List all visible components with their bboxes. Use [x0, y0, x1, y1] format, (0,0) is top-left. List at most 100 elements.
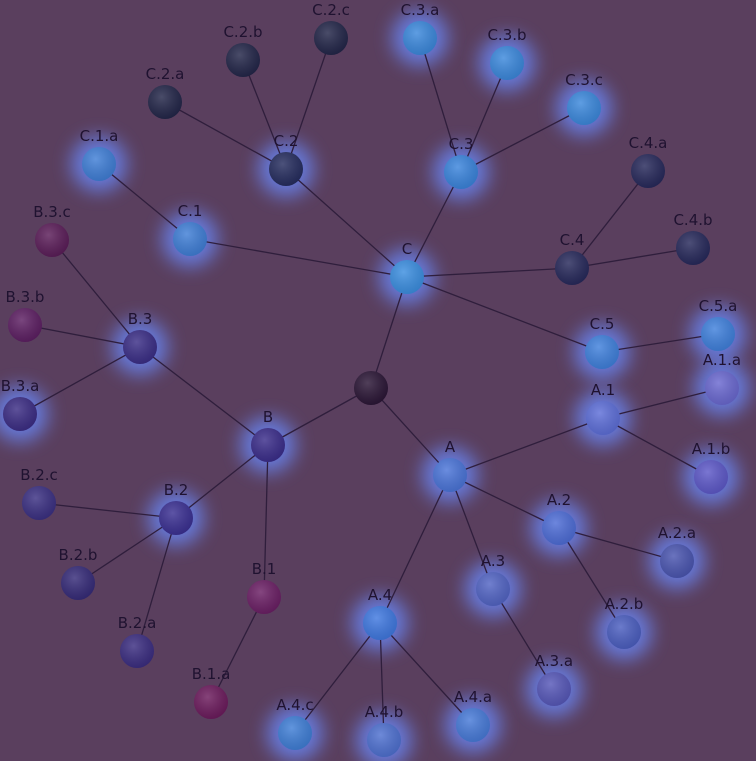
node-label-a-4-c: A.4.c — [276, 696, 313, 714]
node-label-c-4-b: C.4.b — [673, 211, 712, 229]
node-shade-c-2-b — [226, 43, 260, 77]
node-shade-c-3-b — [490, 46, 524, 80]
edge-a-4-to-a-4-c — [294, 622, 381, 734]
node-label-c-3-a: C.3.a — [401, 1, 440, 19]
node-shade-b-3-a — [3, 397, 37, 431]
node-shade-c-5 — [585, 335, 619, 369]
edge-c-3-to-c-3-a — [419, 37, 462, 173]
node-shade-b-3-b — [8, 308, 42, 342]
node-c-4-a — [631, 154, 665, 188]
node-a-4-a — [456, 708, 490, 742]
node-c-4 — [555, 251, 589, 285]
node-shade-c-5-a — [701, 317, 735, 351]
edge-b-2-to-b-2-a — [136, 517, 177, 652]
node-label-c-2-a: C.2.a — [146, 65, 185, 83]
node-a — [433, 458, 467, 492]
edge-c-to-c-2 — [285, 168, 408, 278]
edge-c-2-to-c-2-c — [285, 37, 332, 170]
node-label-b-2: B.2 — [164, 481, 189, 499]
node-layer — [3, 21, 739, 757]
edge-c-3-to-c-3-c — [460, 107, 585, 173]
node-label-a-4-a: A.4.a — [454, 688, 492, 706]
edge-c-to-c-5 — [406, 276, 603, 353]
node-shade-b-2-c — [22, 486, 56, 520]
node-label-b-2-c: B.2.c — [20, 466, 58, 484]
node-label-a-3-a: A.3.a — [535, 652, 573, 670]
node-c-3-a — [403, 21, 437, 55]
node-shade-a-4-b — [367, 723, 401, 757]
node-a-1-b — [694, 460, 728, 494]
node-shade-root — [354, 371, 388, 405]
node-label-a-2: A.2 — [547, 491, 571, 509]
node-shade-c-2-a — [148, 85, 182, 119]
label-layer: AA.1A.1.aA.1.bA.2A.2.aA.2.bA.3A.3.aA.4A.… — [1, 1, 741, 721]
node-a-1 — [586, 401, 620, 435]
node-c-3 — [444, 155, 478, 189]
node-shade-c-2-c — [314, 21, 348, 55]
node-shade-a-2-a — [660, 544, 694, 578]
node-shade-b-2 — [159, 501, 193, 535]
node-label-c-4: C.4 — [560, 231, 585, 249]
node-b-1 — [247, 580, 281, 614]
node-b-2-a — [120, 634, 154, 668]
edge-a-to-a-4 — [379, 474, 451, 624]
edge-root-to-b — [267, 387, 372, 446]
edge-c-5-to-c-5-a — [601, 333, 719, 353]
node-shade-c-3-a — [403, 21, 437, 55]
node-label-a-2-b: A.2.b — [605, 595, 644, 613]
node-b-3-c — [35, 223, 69, 257]
node-b — [251, 428, 285, 462]
node-shade-a-1-a — [705, 371, 739, 405]
edge-a-1-to-a-1-a — [602, 387, 723, 419]
node-label-c-2-b: C.2.b — [223, 23, 262, 41]
node-shade-a — [433, 458, 467, 492]
edge-b-3-to-b-3-a — [19, 346, 141, 415]
edge-a-2-to-a-2-b — [558, 527, 625, 633]
node-shade-c-3 — [444, 155, 478, 189]
node-label-a-3: A.3 — [481, 552, 505, 570]
node-label-b-1-a: B.1.a — [192, 665, 231, 683]
node-shade-b — [251, 428, 285, 462]
edge-b-to-b-2 — [175, 444, 269, 519]
node-c — [390, 260, 424, 294]
node-shade-a-3-a — [537, 672, 571, 706]
node-shade-c-3-c — [567, 91, 601, 125]
node-b-3 — [123, 330, 157, 364]
node-label-b-3-a: B.3.a — [1, 377, 40, 395]
node-label-a-1: A.1 — [591, 381, 615, 399]
node-shade-a-1 — [586, 401, 620, 435]
node-shade-c — [390, 260, 424, 294]
edge-c-1-to-c-1-a — [98, 163, 191, 240]
edge-a-to-a-3 — [449, 474, 494, 590]
node-a-4-c — [278, 716, 312, 750]
node-b-3-a — [3, 397, 37, 431]
node-b-3-b — [8, 308, 42, 342]
node-label-a-1-b: A.1.b — [692, 440, 731, 458]
node-label-c: C — [402, 240, 412, 258]
edge-root-to-a — [370, 387, 451, 476]
node-shade-a-4 — [363, 606, 397, 640]
node-c-5-a — [701, 317, 735, 351]
node-label-c-3-b: C.3.b — [487, 26, 526, 44]
node-shade-b-1 — [247, 580, 281, 614]
node-shade-a-4-c — [278, 716, 312, 750]
edge-c-to-c-4 — [406, 267, 573, 278]
node-a-3 — [476, 572, 510, 606]
edge-b-to-b-1 — [263, 444, 269, 598]
node-b-1-a — [194, 685, 228, 719]
node-a-2-a — [660, 544, 694, 578]
node-c-2-b — [226, 43, 260, 77]
node-c-2-c — [314, 21, 348, 55]
node-label-a-1-a: A.1.a — [703, 351, 741, 369]
node-shade-c-2 — [269, 152, 303, 186]
node-c-1 — [173, 222, 207, 256]
node-label-b-2-a: B.2.a — [118, 614, 157, 632]
node-root — [354, 371, 388, 405]
node-c-2-a — [148, 85, 182, 119]
node-shade-b-1-a — [194, 685, 228, 719]
edge-a-to-a-2 — [449, 474, 560, 529]
edge-c-4-to-c-4-a — [571, 170, 649, 269]
node-shade-c-1 — [173, 222, 207, 256]
node-shade-a-2-b — [607, 615, 641, 649]
